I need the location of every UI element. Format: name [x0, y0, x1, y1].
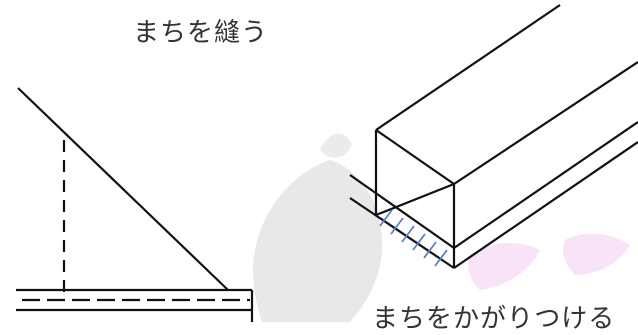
whip-stitch-marks: [379, 209, 448, 267]
diagram-canvas: まちを縫う まちをかがりつける: [16, 4, 638, 334]
box-inner-top: [375, 129, 455, 185]
box-back-top: [375, 4, 561, 131]
box-mid-diagonal: [453, 121, 638, 249]
watermark-logo: [252, 133, 630, 322]
fold-diagonal-line: [17, 87, 229, 291]
diagram-caption: まちをかがりつける: [372, 304, 616, 334]
box-back-diagonal: [453, 61, 638, 185]
gusset-fold-diagram: [16, 87, 254, 322]
box-inner-diag: [375, 182, 455, 217]
diagram-title: まちを縫う: [133, 18, 269, 48]
box-bottom-diagonal: [453, 141, 638, 269]
box-corner-left-2: [349, 197, 455, 269]
box-corner-left-1: [349, 174, 455, 249]
gusset-box-diagram: [349, 4, 638, 269]
